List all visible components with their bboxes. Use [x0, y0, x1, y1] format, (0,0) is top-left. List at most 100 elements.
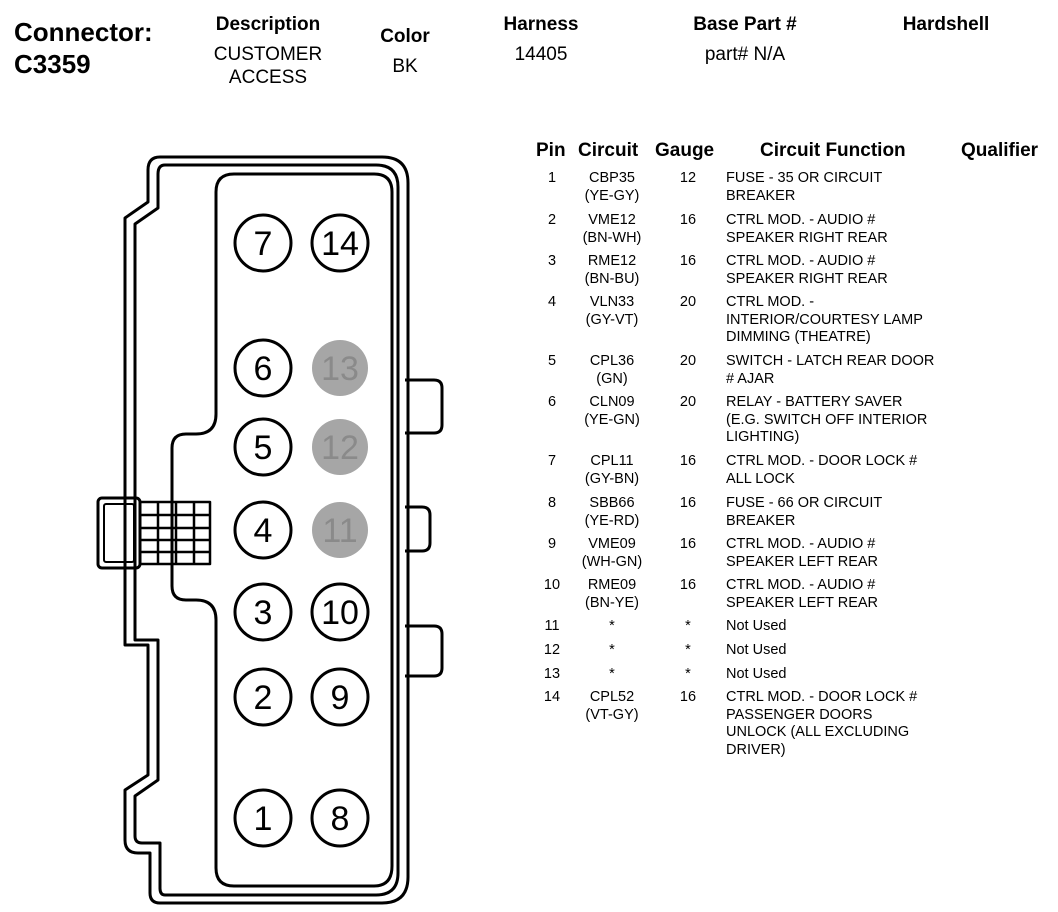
- pin-number-4: 4: [254, 512, 273, 550]
- header-circuit-function: Circuit Function: [760, 140, 906, 161]
- gauge-cell: 20: [679, 394, 697, 410]
- latch-tab-bottom: [405, 624, 444, 678]
- circuit-cell: SBB66(YE-RD): [572, 495, 652, 530]
- pin-cavity-1: [233, 788, 293, 848]
- circuit-function-line: Not Used: [726, 618, 787, 634]
- wire-color: (GN): [596, 370, 628, 387]
- circuit-function-cell: CTRL MOD. - DOOR LOCK #ALL LOCK: [726, 453, 966, 488]
- circuit-function-line: BREAKER: [726, 512, 796, 529]
- gauge-cell: 16: [679, 689, 697, 705]
- circuit-id: VME09: [588, 536, 636, 552]
- circuit-function-line: FUSE - 66 OR CIRCUIT: [726, 495, 883, 511]
- circuit-function-line: DIMMING (THEATRE): [726, 329, 871, 345]
- pin-number-2: 2: [254, 679, 273, 717]
- pin-cell: 4: [547, 294, 557, 310]
- pin-cavity-9: [310, 667, 370, 727]
- circuit-id: CLN09: [589, 394, 635, 410]
- circuit-function-line: Not Used: [726, 642, 787, 658]
- pin-cavity-10: [310, 582, 370, 642]
- pin-number-7: 7: [254, 225, 273, 263]
- gauge-cell: 20: [679, 353, 697, 369]
- circuit-function-line: UNLOCK (ALL EXCLUDING: [726, 724, 910, 740]
- latch-tab-top: [405, 378, 444, 435]
- circuit-cell: VLN33(GY-VT): [572, 294, 652, 329]
- pin-cavity-14: [310, 213, 370, 273]
- pin-number-3: 3: [254, 594, 273, 632]
- circuit-function-cell: CTRL MOD. - AUDIO #SPEAKER RIGHT REAR: [726, 212, 966, 247]
- hardshell-label: Hardshell: [902, 14, 990, 35]
- circuit-id: VLN33: [589, 294, 635, 310]
- pin-cell: 1: [547, 170, 557, 186]
- pin-cell: 8: [547, 495, 557, 511]
- circuit-id: CPL11: [590, 453, 634, 469]
- circuit-id: *: [609, 642, 615, 658]
- circuit-function-cell: CTRL MOD. - AUDIO #SPEAKER LEFT REAR: [726, 536, 966, 571]
- pin-cavity-3: [233, 582, 293, 642]
- pin-cell: 5: [547, 353, 557, 369]
- wire-color: (BN-YE): [585, 594, 639, 611]
- pin-cell: 13: [543, 666, 561, 682]
- circuit-cell: CPL36(GN): [572, 353, 652, 388]
- circuit-function-cell: Not Used: [726, 642, 966, 660]
- pin-cavity-7: [233, 213, 293, 273]
- gauge-cell: 20: [679, 294, 697, 310]
- pin-number-1: 1: [254, 800, 273, 838]
- housing-outer-outline: [123, 155, 410, 905]
- circuit-function-line: # AJAR: [726, 370, 775, 387]
- circuit-function-line: CTRL MOD. -: [726, 294, 815, 310]
- pin-number-9: 9: [331, 679, 350, 717]
- pin-cell: 11: [544, 618, 560, 634]
- base-part-label: Base Part #: [693, 14, 797, 35]
- circuit-cell: *: [572, 666, 652, 684]
- header-qualifier: Qualifier: [961, 140, 1039, 161]
- color-value: BK: [392, 56, 418, 77]
- connector-id: C3359: [14, 49, 91, 79]
- wire-color: (WH-GN): [581, 553, 643, 570]
- circuit-cell: RME12(BN-BU): [572, 253, 652, 288]
- pin-number-13: 13: [321, 350, 359, 388]
- pin-cell: 10: [543, 577, 561, 593]
- circuit-function-cell: RELAY - BATTERY SAVER(E.G. SWITCH OFF IN…: [726, 394, 966, 447]
- pin-number-6: 6: [254, 350, 273, 388]
- pin-cell: 3: [547, 253, 557, 269]
- circuit-id: CBP35: [589, 170, 635, 186]
- circuit-cell: CLN09(YE-GN): [572, 394, 652, 429]
- wire-color: (BN-BU): [584, 270, 640, 287]
- circuit-function-line: CTRL MOD. - AUDIO #: [726, 212, 876, 228]
- gauge-cell: *: [685, 666, 691, 682]
- side-latch-inner: [103, 503, 135, 563]
- base-part-value: part# N/A: [704, 44, 786, 65]
- circuit-cell: VME12(BN-WH): [572, 212, 652, 247]
- pin-cavity-8: [310, 788, 370, 848]
- circuit-function-line: SPEAKER LEFT REAR: [726, 553, 879, 570]
- circuit-function-line: INTERIOR/COURTESY LAMP: [726, 311, 923, 328]
- circuit-function-line: Not Used: [726, 666, 787, 682]
- gauge-cell: 16: [679, 495, 697, 511]
- gauge-cell: 16: [679, 212, 697, 228]
- circuit-id: SBB66: [589, 495, 635, 511]
- circuit-function-cell: CTRL MOD. - AUDIO #SPEAKER RIGHT REAR: [726, 253, 966, 288]
- pin-cavity-13: [312, 340, 368, 396]
- circuit-cell: RME09(BN-YE): [572, 577, 652, 612]
- gauge-cell: 16: [679, 577, 697, 593]
- pin-number-11: 11: [322, 512, 357, 550]
- pin-cell: 14: [543, 689, 561, 705]
- gauge-cell: 16: [679, 453, 697, 469]
- gauge-cell: 16: [679, 253, 697, 269]
- harness-label: Harness: [503, 14, 579, 35]
- wire-color: (YE-RD): [584, 512, 640, 529]
- circuit-id: VME12: [588, 212, 636, 228]
- pin-cell: 7: [547, 453, 557, 469]
- wire-color: (BN-WH): [582, 229, 642, 246]
- pin-number-8: 8: [331, 800, 350, 838]
- wire-color: (GY-VT): [585, 311, 639, 328]
- harness-value: 14405: [514, 44, 568, 65]
- pin-cavity-4: [233, 500, 293, 560]
- circuit-function-line: CTRL MOD. - DOOR LOCK #: [726, 689, 918, 705]
- circuit-id: RME09: [587, 577, 637, 593]
- circuit-function-line: FUSE - 35 OR CIRCUIT: [726, 170, 883, 186]
- circuit-id: CPL52: [589, 689, 635, 705]
